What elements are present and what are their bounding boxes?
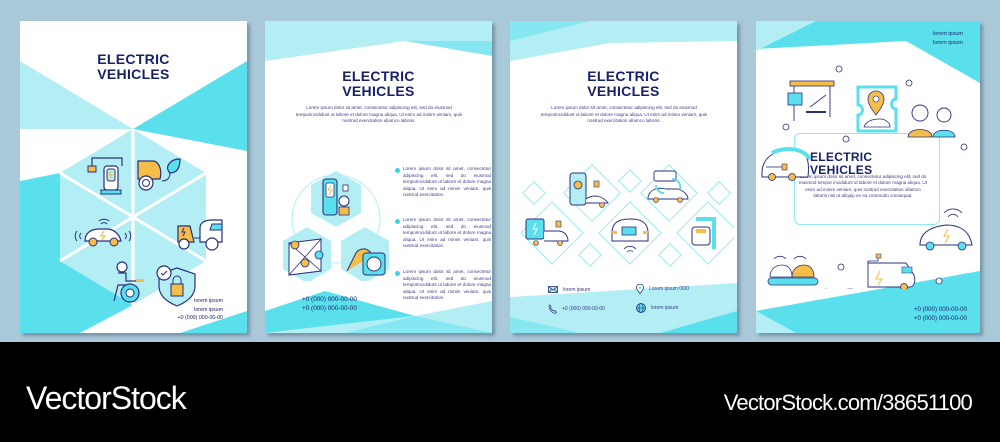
car-towing-icon <box>177 219 223 251</box>
cover-contact-block: lorem ipsum lorem ipsum +0 (000) 000-00-… <box>178 297 224 323</box>
feature-hexagon-cluster <box>283 171 389 281</box>
title-line-2: VEHICLES <box>97 65 170 82</box>
fuel-charge-car-icon <box>525 218 569 246</box>
globe-icon <box>636 303 646 313</box>
contact-phone: +0 (000) 000-00-00 <box>177 315 224 322</box>
website-text: lorem ipsum <box>651 305 679 311</box>
bullet-dot-1 <box>395 168 400 173</box>
phone-location-charge-icon <box>569 172 609 208</box>
connected-car-icon <box>74 218 132 247</box>
page-4-title: ELECTRIC VEHICLES <box>810 150 873 177</box>
electric-train-icon <box>761 147 812 181</box>
title-line-1: ELECTRIC <box>587 68 660 84</box>
page-3-background <box>510 21 737 333</box>
phone-text: +0 (000) 000-00-00 <box>562 306 605 312</box>
wireless-car-icon <box>919 208 973 251</box>
page-4-intro-text: Lorem ipsum dolor sit amet, consectetur … <box>799 174 927 199</box>
contact-line-1: lorem ipsum <box>194 298 223 304</box>
title-line-2: VEHICLES <box>587 82 660 99</box>
page-3-title: ELECTRIC VEHICLES <box>510 69 737 98</box>
security-shield-lock-icon <box>156 265 196 307</box>
envelope-icon <box>548 286 558 293</box>
header-line-2: lorem ipsum <box>933 39 963 46</box>
contact-line-2: lorem ipsum <box>194 306 223 313</box>
title-line-1: ELECTRIC <box>342 68 415 84</box>
header-line-1: lorem ipsum <box>933 31 963 37</box>
page-4-phones: +0 (000) 000-00-00 +0 (000) 000-00-00 <box>914 306 967 323</box>
location-pin-icon <box>636 284 644 294</box>
page-2-background <box>265 21 492 333</box>
title-line-2: VEHICLES <box>342 82 415 99</box>
bus-stop-icon <box>787 80 835 121</box>
bullet-text-2: Lorem ipsum dolor sit amet, consectetur … <box>403 217 491 249</box>
phone-1: +0 (000) 000-00-00 <box>913 306 967 313</box>
eco-car-leaf-icon <box>137 158 181 191</box>
vectorstock-url[interactable]: VectorStock.com/38651100 <box>723 390 973 415</box>
email-text: lorem ipsum <box>563 286 591 293</box>
accessibility-wheelchair-icon <box>113 261 144 303</box>
page-2-title: ELECTRIC VEHICLES <box>265 69 492 98</box>
battery-cost-icon <box>322 178 350 216</box>
page-4-background <box>756 21 980 333</box>
contact-phone[interactable]: +0 (000) 000-00-00 <box>548 304 605 314</box>
brochure-page-3: ELECTRIC VEHICLES Lorem ipsum dolor sit … <box>510 21 737 333</box>
page-4-icon-scatter <box>761 65 973 289</box>
page-4-header: lorem ipsum lorem ipsum <box>933 30 963 47</box>
bullet-text-3: Lorem ipsum dolor sit amet, consectetur … <box>403 269 491 301</box>
brochure-cover: ELECTRIC VEHICLES <box>20 21 247 333</box>
bullet-dot-2 <box>395 219 400 224</box>
charging-station-icon <box>87 157 123 195</box>
camper-charging-icon <box>867 253 916 289</box>
page-3-intro-text: Lorem ipsum dolor sit amet, consectetur … <box>540 105 708 124</box>
phone-1: +0 (000) 000-00-00 <box>302 296 357 303</box>
vectorstock-logo: VectorStock <box>26 380 187 416</box>
contact-location[interactable]: Lorem ipsum 00/0 <box>636 284 689 294</box>
phone-2: +0 (000) 000-00-00 <box>302 304 357 312</box>
car-production-line-icon <box>767 255 819 286</box>
page-2-intro-text: Lorem ipsum dolor sit amet, consectetur … <box>295 105 463 124</box>
car-battery-wireless-icon <box>611 218 649 253</box>
brochure-page-2: ELECTRIC VEHICLES Lorem ipsum dolor sit … <box>265 21 492 333</box>
brochure-page-4: lorem ipsum lorem ipsum ELECTRIC VEHICLE… <box>756 21 980 333</box>
cover-title: ELECTRIC VEHICLES <box>20 52 247 81</box>
watermark-footer: VectorStock VectorStock.com/38651100 <box>0 342 1000 442</box>
map-location-icon <box>288 238 324 276</box>
contact-website[interactable]: lorem ipsum <box>636 303 678 313</box>
charging-plug-icon <box>346 248 386 276</box>
diamond-icon-grid <box>520 164 734 267</box>
battery-recycle-car-icon <box>647 170 689 203</box>
brochure-showcase: ELECTRIC VEHICLES <box>20 21 980 333</box>
bullet-text-1: Lorem ipsum dolor sit amet, consectetur … <box>403 166 491 198</box>
page-2-phones: +0 (000) 000-00-00 +0 (000) 000-00-00 <box>302 296 357 313</box>
elderly-people-icon <box>907 104 956 138</box>
location-text: Lorem ipsum 00/0 <box>649 286 690 292</box>
title-line-1: ELECTRIC <box>97 51 170 67</box>
contact-email[interactable]: lorem ipsum <box>548 286 590 293</box>
phone-icon <box>548 304 557 314</box>
bus-charging-station-icon <box>691 217 716 249</box>
route-navigation-icon <box>856 85 898 133</box>
phone-2: +0 (000) 000-00-00 <box>913 314 967 322</box>
bullet-dot-3 <box>395 271 400 276</box>
